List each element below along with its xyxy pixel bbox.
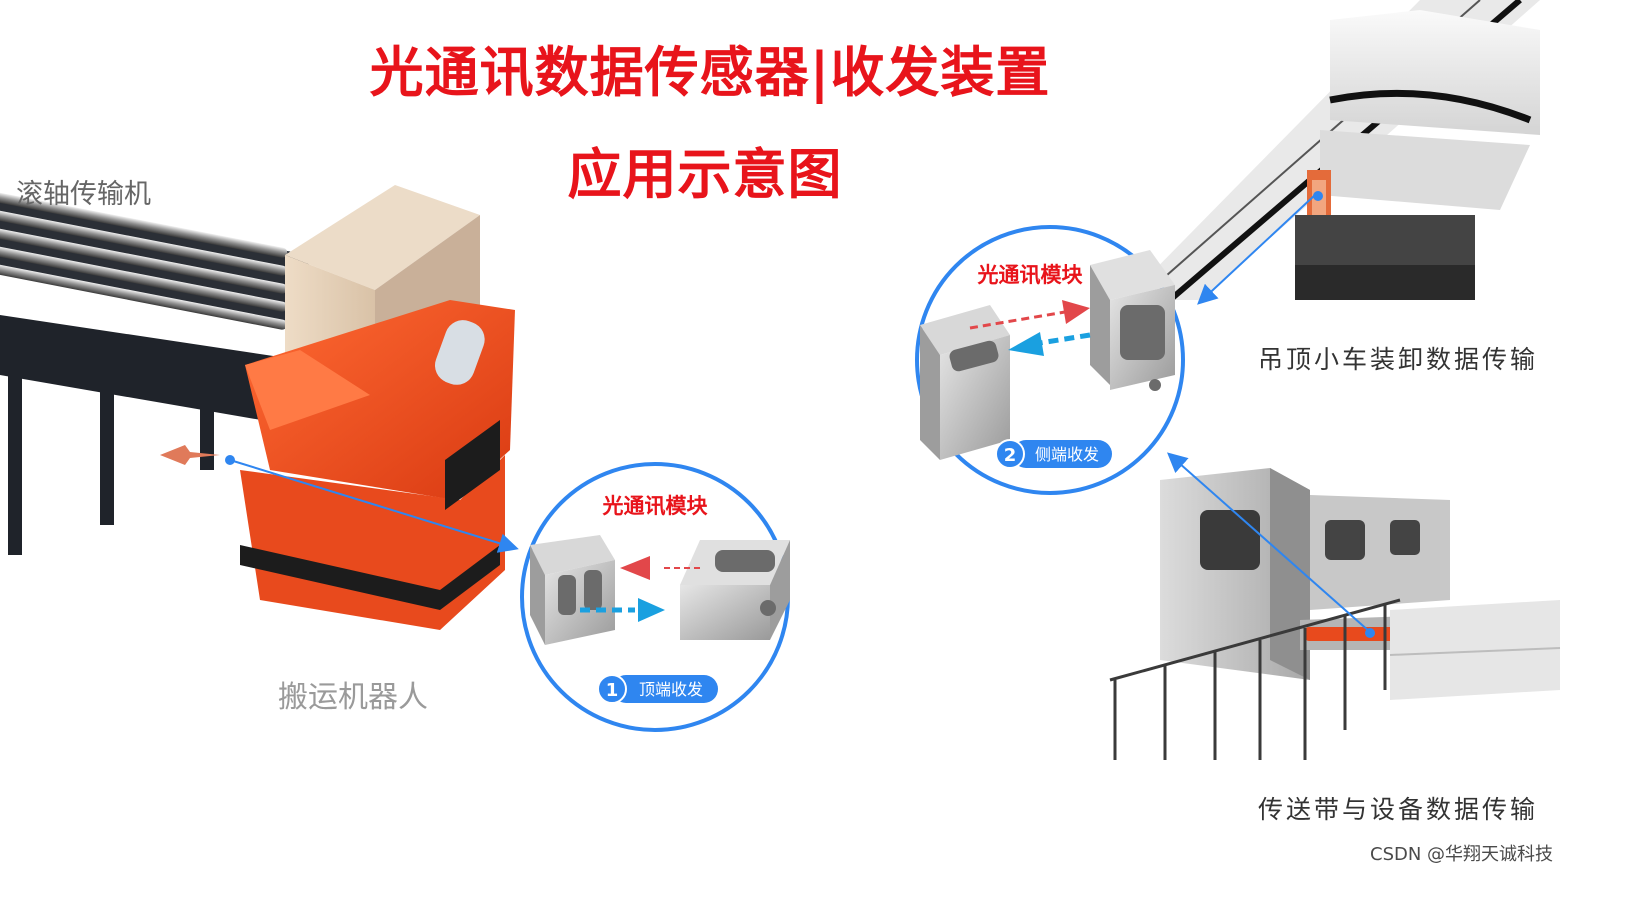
top-sensor-right	[680, 540, 790, 640]
watermark: CSDN @华翔天诚科技	[1370, 844, 1554, 865]
callout-top-receive: 光通讯模块 1 顶端收发	[520, 462, 790, 732]
safety-railing	[1109, 598, 1401, 760]
belt-equipment-label: 传送带与设备数据传输	[1258, 795, 1539, 824]
page-subtitle: 应用示意图	[567, 143, 843, 206]
top-module-label: 光通讯模块	[602, 494, 709, 518]
side-module-label: 光通讯模块	[977, 263, 1084, 287]
top-badge-text: 顶端收发	[639, 680, 703, 699]
ceiling-cart-label: 吊顶小车装卸数据传输	[1258, 345, 1539, 374]
side-badge-text: 侧端收发	[1035, 445, 1099, 464]
conveyor-rollers	[0, 192, 288, 330]
robot-label: 搬运机器人	[278, 680, 428, 715]
side-sensor-left	[920, 305, 1010, 460]
side-sensor-right	[1090, 250, 1175, 391]
ceiling-cart	[1125, 0, 1540, 305]
roller-conveyor-label: 滚轴传输机	[16, 179, 151, 210]
side-badge-number: 2	[1004, 445, 1017, 466]
robot-link-arrow	[160, 445, 519, 553]
top-badge-number: 1	[606, 680, 619, 701]
top-sensor-left	[530, 535, 615, 645]
belt-equipment	[1109, 452, 1561, 760]
roller-conveyor	[0, 192, 310, 555]
page-title: 光通讯数据传感器|收发装置	[369, 41, 1051, 104]
callout-side-receive: 光通讯模块 2 侧端收发	[915, 225, 1185, 495]
transport-robot	[240, 185, 515, 630]
